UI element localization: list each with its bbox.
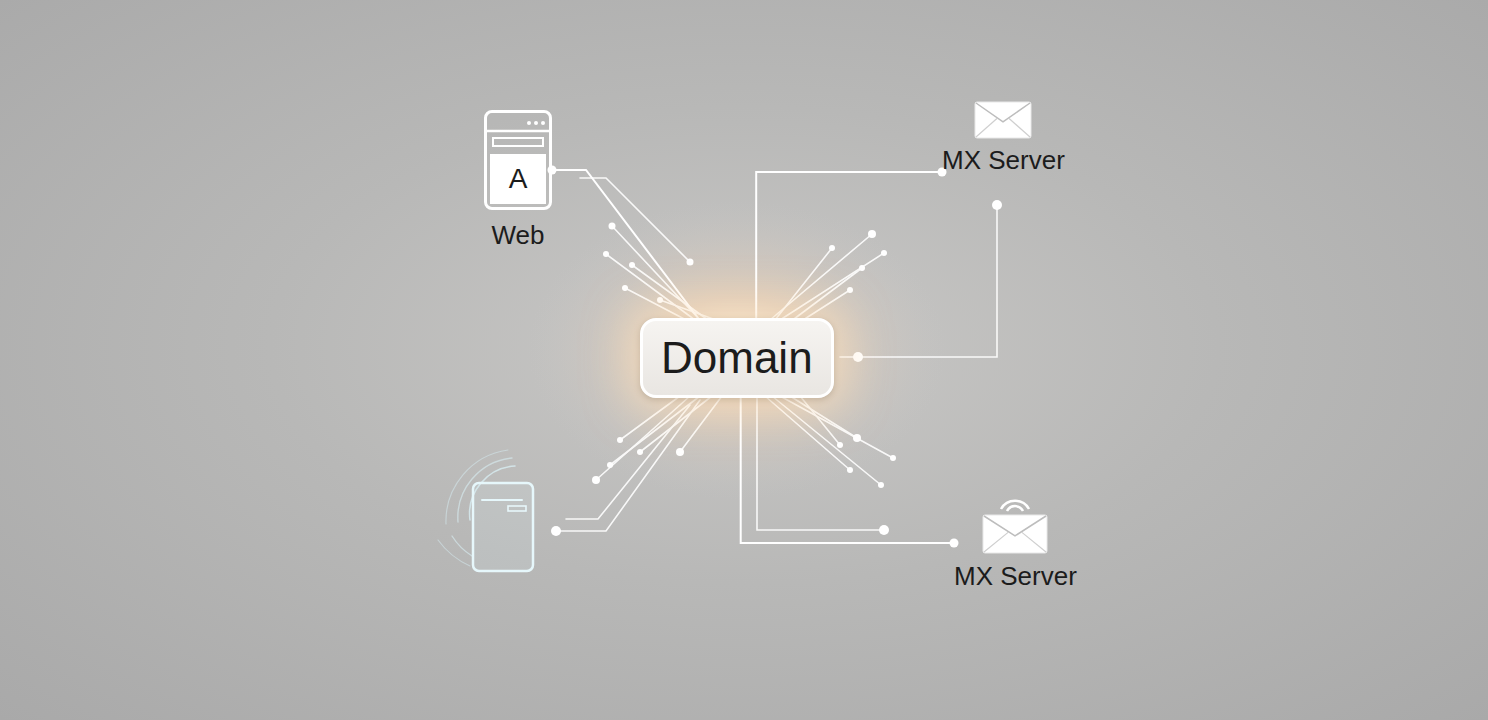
mail-server-node: MX Server (954, 493, 1077, 592)
center-glow (527, 200, 947, 500)
connector-dot (950, 539, 959, 548)
node-label: MX Server (954, 561, 1077, 592)
connector (741, 398, 954, 543)
server-icon: A (484, 110, 552, 210)
connector (756, 172, 942, 318)
line-dots (551, 200, 1002, 536)
web-server-node: A Web (484, 110, 552, 251)
envelope-icon (974, 101, 1032, 139)
icon-letter: A (509, 163, 528, 195)
node-label: Web (492, 220, 545, 251)
envelope-icon (982, 493, 1048, 555)
node-label: MX Server (942, 145, 1065, 176)
icon-panel: A (490, 154, 546, 204)
domain-box: Domain (640, 318, 834, 398)
domain-label: Domain (661, 333, 813, 383)
server-bars (487, 113, 549, 153)
document-icon (438, 450, 533, 571)
radiating-lines (556, 178, 997, 531)
connector (552, 170, 698, 318)
connector-dot (548, 166, 557, 175)
mail-server-node: MX Server (942, 101, 1065, 176)
